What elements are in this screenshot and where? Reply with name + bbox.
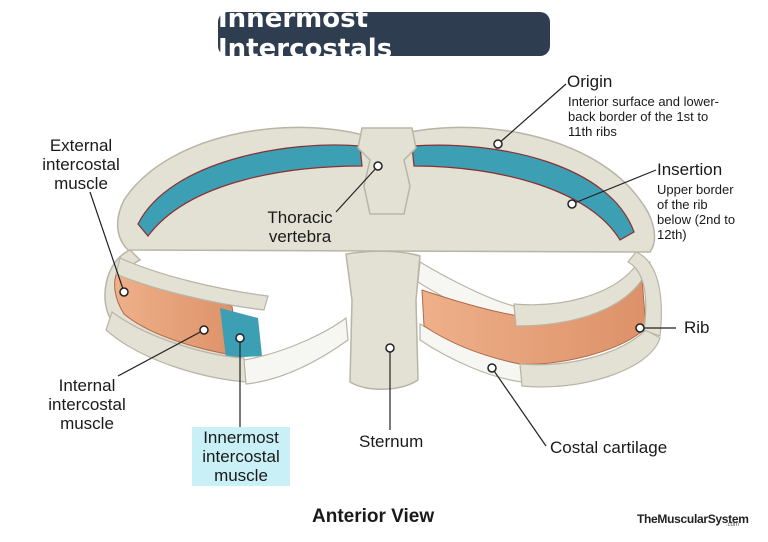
brand-domain: .com	[726, 522, 740, 528]
external-intercostal-label: External intercostal muscle	[42, 136, 120, 193]
left-upper-rib-band	[115, 257, 269, 311]
insertion-description: Upper border of the rib below (2nd to 12…	[657, 182, 736, 242]
view-caption: Anterior View	[312, 506, 435, 527]
right-upper-rib-band	[513, 261, 651, 327]
left-costal-cartilage	[243, 316, 349, 385]
rib-label: Rib	[684, 318, 710, 337]
right-lower-rib-band	[519, 329, 661, 388]
brand-logo-text: TheMuscularSystem	[637, 512, 749, 526]
innermost-muscle-band-back-right	[411, 144, 635, 241]
innermost-intercostal-label: Innermost intercostal muscle	[192, 427, 290, 486]
insertion-label: Insertion	[657, 160, 723, 179]
thoracic-vertebra-shape	[357, 127, 417, 215]
thoracic-vertebra-label: Thoracic vertebra	[267, 208, 333, 246]
internal-intercostal-label: Internal intercostal muscle	[48, 376, 126, 433]
leader-dots	[119, 139, 645, 373]
origin-description: Interior surface and lower- back border …	[568, 94, 720, 139]
costal-cartilage-label: Costal cartilage	[550, 438, 668, 457]
sternum-label: Sternum	[359, 432, 424, 451]
sternum-shape	[345, 250, 421, 390]
origin-label: Origin	[567, 72, 613, 91]
innermost-muscle-band-back	[137, 144, 363, 237]
leader-lines	[89, 83, 676, 447]
right-rib-outer	[627, 251, 662, 337]
left-innermost-patch	[220, 308, 262, 358]
